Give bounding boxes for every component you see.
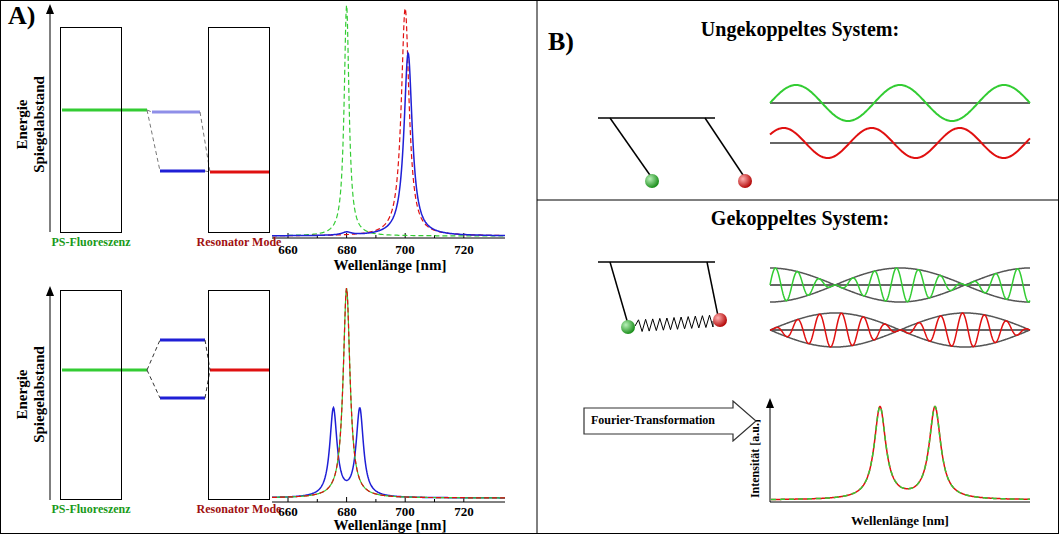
axis-label: Gekoppeltes System: — [650, 207, 950, 229]
oscillation-wave — [770, 128, 1030, 158]
level-box: Resonator Mode — [208, 27, 270, 233]
wave-envelope — [770, 313, 1030, 347]
pendulum-string — [705, 118, 745, 178]
axis-label: Wellenlänge [nm] — [290, 257, 490, 274]
arrow-label: Fourier-Transformation — [591, 414, 715, 427]
pendulum-support — [598, 261, 715, 263]
panel-divider — [537, 200, 1059, 201]
wave-baseline — [770, 284, 1030, 286]
wave-envelope — [770, 268, 1030, 302]
spectrum-curve — [272, 288, 505, 498]
energy-level — [160, 339, 205, 342]
panel-letter: A) — [8, 2, 58, 31]
tick-label: 700 — [385, 243, 425, 257]
pendulum-string — [610, 262, 628, 324]
tick-label: 720 — [444, 243, 484, 257]
level-box: Resonator Mode — [208, 290, 270, 500]
wave-baseline — [770, 102, 1030, 104]
arrow-head — [766, 398, 774, 408]
oscillation-wave — [770, 85, 1030, 121]
tick-mark — [346, 233, 347, 238]
arrow-outline — [584, 401, 756, 441]
dashed-link — [147, 340, 160, 370]
axis-arrow — [50, 292, 51, 500]
tick-mark — [288, 497, 289, 502]
oscillation-wave — [770, 313, 1030, 347]
spectrum-curve — [771, 407, 1030, 500]
dashed-link — [147, 370, 160, 398]
axis-label: Wellenlänge [nm] — [290, 517, 490, 534]
plot-axis — [770, 404, 771, 502]
tick-label: 680 — [327, 243, 367, 257]
energy-level — [152, 111, 200, 114]
dashed-link — [147, 110, 160, 171]
plot-axis — [770, 502, 1030, 503]
spectrum-curve — [272, 408, 505, 498]
pendulum-bob — [738, 174, 752, 188]
axis-label: Ungekoppeltes System: — [650, 18, 950, 40]
energy-level — [160, 170, 205, 173]
pendulum-string — [610, 118, 652, 178]
tick-label: 720 — [444, 505, 484, 519]
axis-arrow — [50, 10, 51, 232]
axis-label: Energie Spiegelabstand — [14, 335, 47, 455]
oscillation-wave — [770, 268, 1030, 302]
energy-level — [210, 369, 270, 372]
level-box: PS-Fluoreszenz — [60, 290, 122, 500]
coupling-spring — [635, 315, 713, 331]
spectrum-curve — [272, 5, 505, 236]
spectrum-curve — [272, 288, 505, 498]
energy-level — [160, 397, 205, 400]
axis-label: Wellenlänge [nm] — [820, 514, 980, 528]
axis-label: Intensität [a.u.] — [749, 394, 762, 524]
spectrum-curve — [272, 8, 505, 235]
energy-level — [62, 109, 147, 112]
arrow-shape: Fourier-Transformation — [583, 400, 757, 442]
energy-level — [62, 369, 147, 372]
spectrum-curve — [272, 53, 505, 236]
pendulum-bob — [645, 174, 659, 188]
tick-mark — [405, 497, 406, 502]
plot-axis — [272, 238, 505, 239]
level-box: PS-Fluoreszenz — [60, 27, 122, 233]
tick-mark — [375, 235, 376, 238]
box-caption: Resonator Mode — [193, 503, 285, 516]
axis-label: Energie Spiegelabstand — [14, 65, 47, 185]
energy-level — [210, 171, 270, 174]
tick-mark — [346, 497, 347, 502]
box-caption: PS-Fluoreszenz — [45, 236, 137, 249]
box-caption: Resonator Mode — [193, 236, 285, 249]
plot-axis — [272, 502, 505, 503]
panel-divider — [537, 0, 538, 534]
wave-baseline — [770, 142, 1030, 144]
tick-mark — [434, 499, 435, 502]
pendulum-support — [598, 117, 715, 119]
pendulum-bob — [621, 320, 635, 334]
tick-mark — [375, 499, 376, 502]
spectrum-curve — [771, 407, 1030, 500]
tick-mark — [317, 499, 318, 502]
box-caption: PS-Fluoreszenz — [45, 503, 137, 516]
arrow-head — [46, 4, 54, 14]
panel-letter: B) — [548, 28, 598, 57]
pendulum-bob — [713, 313, 727, 327]
pendulum-string — [707, 262, 718, 316]
arrow-head — [46, 286, 54, 296]
